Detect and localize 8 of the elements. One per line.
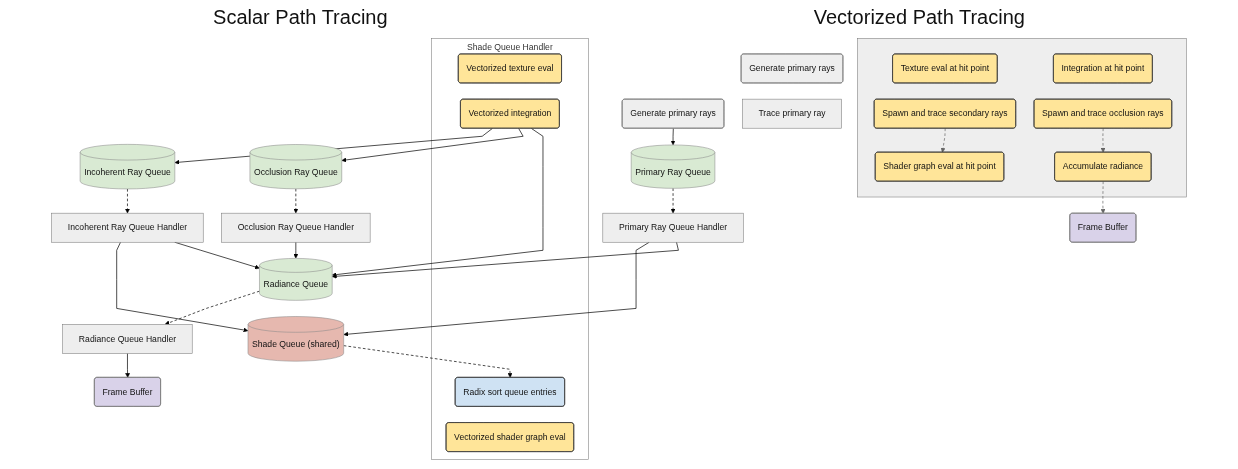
panel-heading: Scalar Path Tracing: [213, 5, 388, 29]
panel-heading: Vectorized Path Tracing: [813, 5, 1025, 29]
cluster: [857, 38, 1187, 198]
node-box: Radiance Queue Handler: [62, 324, 193, 354]
node-box: Trace primary ray: [742, 98, 842, 129]
node-box: Occlusion Ray Queue Handler: [221, 212, 371, 243]
node-box: Primary Ray Queue Handler: [602, 212, 744, 243]
node-box: Incoherent Ray Queue Handler: [51, 212, 204, 243]
